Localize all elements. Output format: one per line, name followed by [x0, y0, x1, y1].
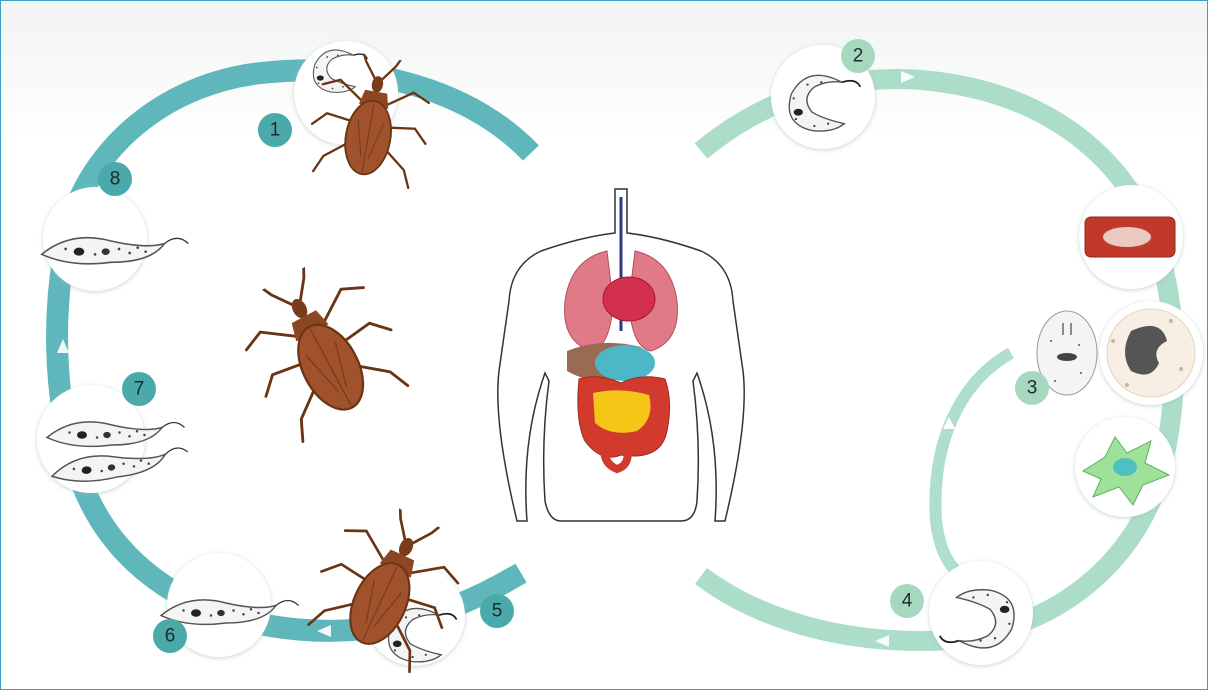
step-badge-8: 8	[98, 162, 132, 196]
svg-text:8: 8	[110, 169, 121, 190]
human-torso-icon	[498, 189, 744, 521]
step-badge-2: 2	[841, 39, 875, 73]
triatomine-bug-icon	[221, 245, 418, 447]
step-badge-3: 3	[1015, 371, 1049, 405]
trypanosome-icon	[47, 422, 185, 447]
muscle-cell-icon	[1085, 217, 1175, 257]
step-badge-1: 1	[258, 113, 292, 147]
macrophage-icon	[1107, 309, 1195, 397]
step-badge-6: 6	[153, 619, 187, 653]
step-badge-5: 5	[480, 594, 514, 628]
svg-text:4: 4	[902, 591, 913, 612]
svg-text:1: 1	[270, 120, 281, 141]
trypanosome-icon	[42, 238, 189, 264]
svg-text:7: 7	[134, 379, 145, 400]
step-badge-7: 7	[122, 372, 156, 406]
vector-cycle-ring	[57, 70, 531, 630]
step-badge-4: 4	[890, 584, 924, 618]
stage-circle-4	[929, 561, 1033, 665]
svg-text:2: 2	[853, 46, 864, 67]
svg-text:6: 6	[165, 626, 176, 647]
host-inner-ring	[935, 353, 1011, 571]
svg-text:5: 5	[492, 601, 503, 622]
svg-text:3: 3	[1027, 378, 1038, 399]
